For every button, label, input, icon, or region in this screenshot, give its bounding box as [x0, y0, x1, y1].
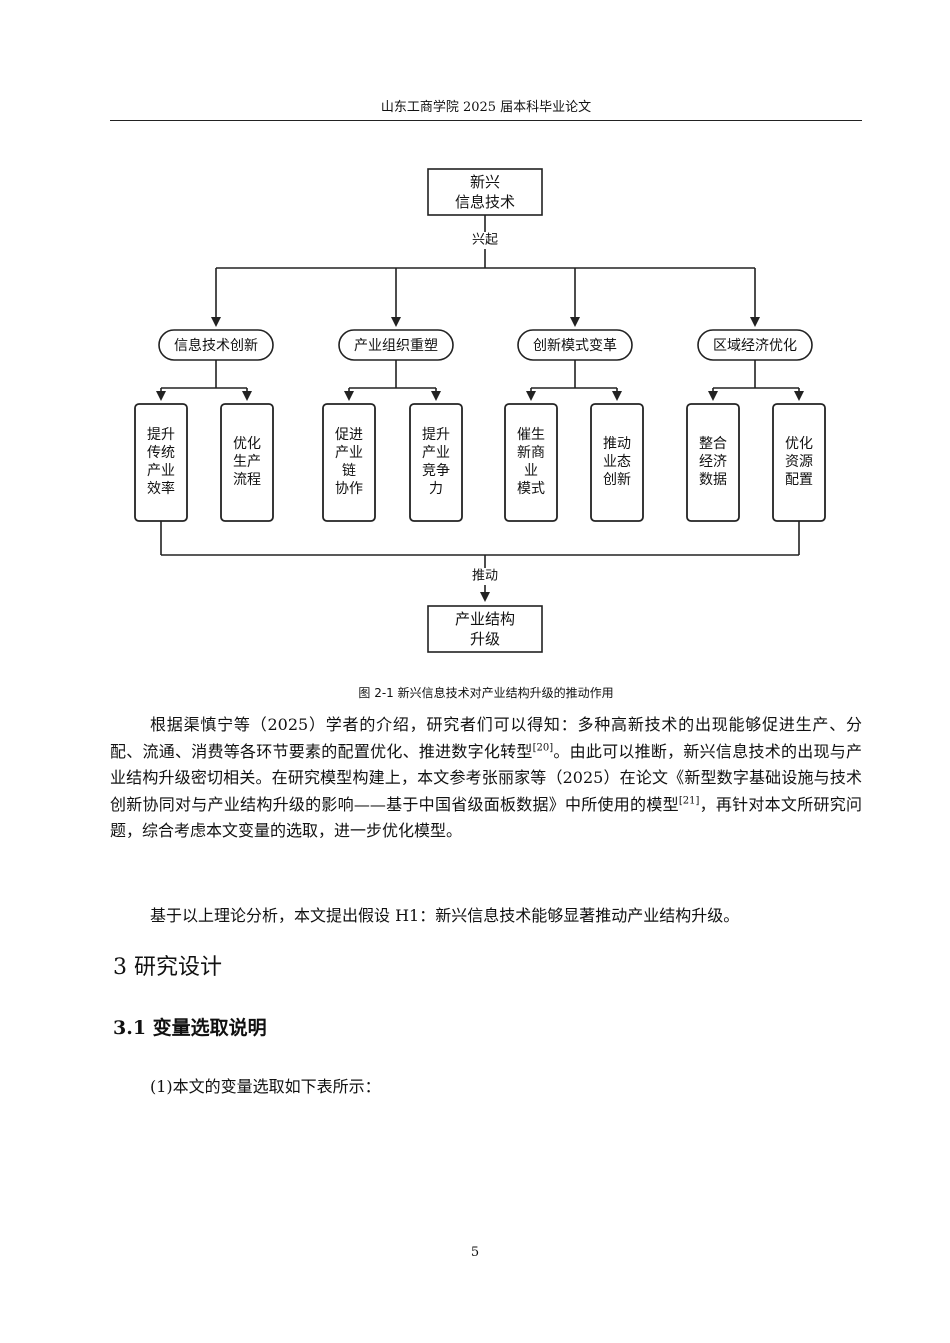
child-node-text-4-2-line-1: 优化 [785, 436, 813, 452]
subsection-title: 3.1 变量选取说明 [113, 1017, 267, 1039]
running-header: 山东工商学院 2025 届本科毕业论文 [380, 100, 592, 115]
child-node-text-2-1-line-3: 链 [342, 463, 356, 479]
paragraph-1: 根据渠慎宁等（2025）学者的介绍，研究者们可以得知：多种高新技术的出现能够促进… [110, 712, 862, 845]
paragraph-2-text: 基于以上理论分析，本文提出假设 H1：新兴信息技术能够显著推动产业结构升级。 [150, 906, 740, 925]
child-node-text-1-2-line-3: 流程 [233, 472, 261, 488]
category-label-3: 创新模式变革 [533, 338, 617, 354]
child-node-text-2-1-line-2: 产业 [335, 445, 363, 461]
citation-20: [20] [532, 742, 554, 754]
top-node-text-line-1: 新兴 [470, 173, 500, 191]
section-title: 3 研究设计 [113, 955, 222, 980]
paragraph-1-text-b: 。由此可以推断，新兴信息技术的出现与产业结构升级密切相关。在研究模型构建上，本文… [110, 741, 862, 814]
bottom-node-text-line-1: 产业结构 [455, 610, 515, 628]
child-node-text-3-1-line-4: 模式 [517, 481, 545, 497]
child-node-text-2-1-line-4: 协作 [335, 481, 363, 497]
child-node-text-1-1-line-1: 提升 [147, 427, 175, 443]
child-node-text-2-1-line-1: 促进 [335, 427, 363, 443]
header-rule [110, 120, 862, 121]
bottom-edge-label: 推动 [472, 569, 498, 584]
child-node-text-3-2-line-2: 业态 [603, 454, 631, 470]
child-node-text-3-2-line-1: 推动 [603, 436, 631, 452]
child-node-text-4-1-line-1: 整合 [699, 436, 727, 452]
figure-caption: 图 2-1 新兴信息技术对产业结构升级的推动作用 [358, 686, 614, 700]
paragraph-2: 基于以上理论分析，本文提出假设 H1：新兴信息技术能够显著推动产业结构升级。 [110, 903, 862, 930]
paragraph-1-text-a: 根据渠慎宁等（2025）学者的介绍，研究者们可以得知：多种高新技术的出现能够促进… [110, 715, 862, 761]
top-edge-label: 兴起 [472, 233, 498, 248]
category-label-4: 区域经济优化 [713, 338, 797, 354]
child-node-3-1 [504, 403, 558, 522]
citation-21: [21] [678, 795, 700, 807]
top-node-box [427, 168, 543, 216]
child-node-text-1-2-line-2: 生产 [233, 454, 261, 470]
child-node-text-2-2-line-2: 产业 [422, 445, 450, 461]
paragraph-1-text-c: ，再针对本文所研究问题，综合考虑本文变量的选取，进一步优化模型。 [110, 794, 862, 841]
top-node-text-line-2: 信息技术 [455, 193, 515, 211]
child-node-text-4-1-line-3: 数据 [699, 472, 727, 488]
category-label-2: 产业组织重塑 [354, 338, 438, 354]
bottom-node-text-line-2: 升级 [470, 630, 500, 648]
bottom-node-box [427, 605, 543, 653]
paragraph-3: (1)本文的变量选取如下表所示： [150, 1077, 381, 1096]
flow-diagram: 新兴信息技术兴起信息技术创新提升传统产业效率优化生产流程产业组织重塑促进产业链协… [134, 168, 826, 653]
child-node-3-2 [590, 403, 644, 522]
child-node-text-1-1-line-3: 产业 [147, 463, 175, 479]
child-node-text-1-2-line-1: 优化 [233, 436, 261, 452]
child-node-4-1 [686, 403, 740, 522]
child-node-1-2 [220, 403, 274, 522]
child-node-text-3-2-line-3: 创新 [603, 472, 631, 488]
category-label-1: 信息技术创新 [174, 337, 258, 354]
child-node-2-2 [409, 403, 463, 522]
child-node-2-1 [322, 403, 376, 522]
child-node-text-4-1-line-2: 经济 [699, 454, 727, 470]
child-node-text-2-2-line-1: 提升 [422, 427, 450, 443]
child-node-text-3-1-line-2: 新商 [517, 445, 545, 461]
page-number: 5 [470, 1245, 480, 1260]
child-node-text-3-1-line-1: 催生 [517, 427, 545, 443]
child-node-text-2-2-line-4: 力 [429, 481, 443, 497]
child-node-text-1-1-line-2: 传统 [147, 445, 175, 461]
child-node-text-2-2-line-3: 竞争 [422, 462, 450, 479]
child-node-text-3-1-line-3: 业 [524, 463, 538, 479]
child-node-text-4-2-line-3: 配置 [785, 472, 813, 488]
child-node-text-4-2-line-2: 资源 [785, 454, 813, 470]
child-node-text-1-1-line-4: 效率 [147, 480, 175, 497]
